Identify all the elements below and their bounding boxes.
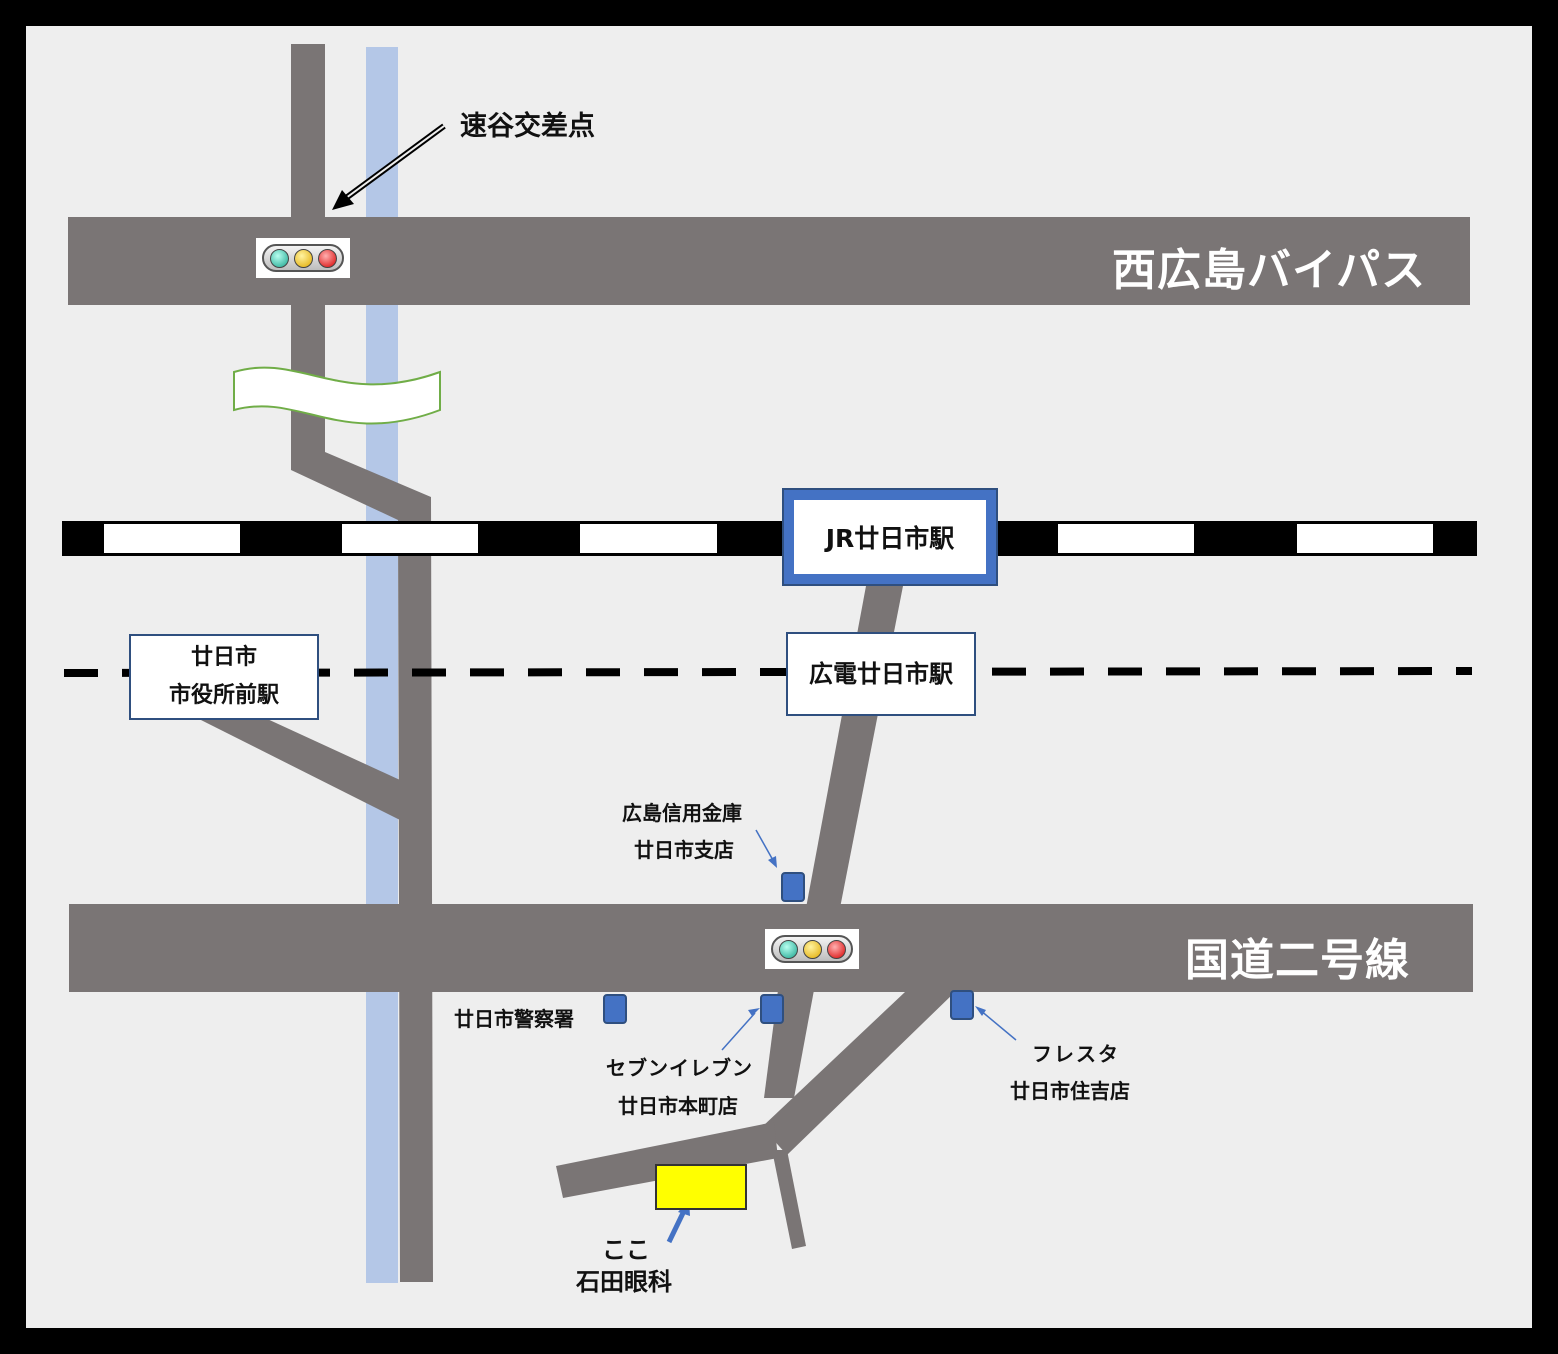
signal-route2: [765, 929, 859, 969]
diagonal-road: [762, 992, 955, 1155]
hiroden-station-label: 広電廿日市駅: [809, 660, 953, 688]
jr-railway: [62, 521, 1477, 556]
jr-station: JR廿日市駅: [782, 488, 998, 586]
traffic-light-icon: [262, 244, 344, 272]
shinkin-marker: [781, 872, 805, 902]
destination-clinic-marker: [655, 1164, 747, 1210]
seven-label-2: 廿日市本町店: [618, 1094, 738, 1118]
fresta-label-1: フレスタ: [1032, 1042, 1120, 1066]
police-label: 廿日市警察署: [454, 1007, 574, 1031]
jr-station-label: JR廿日市駅: [794, 500, 986, 574]
hayatani-arrow: [332, 123, 446, 210]
south-spur-road: [772, 1150, 806, 1249]
cityhall-station-label-1: 廿日市: [190, 645, 257, 670]
seven-arrow: [721, 1008, 760, 1051]
shinkin-label-1: 広島信用金庫: [622, 801, 742, 825]
fresta-label-2: 廿日市住吉店: [1010, 1079, 1130, 1103]
route2-label: 国道二号線: [1185, 935, 1410, 986]
cityhall-branch-road: [185, 712, 400, 820]
shinkin-label-2: 廿日市支店: [634, 838, 734, 862]
bridge-banner: [233, 366, 441, 425]
north-road: [291, 44, 433, 1282]
cityhall-station: 廿日市 市役所前駅: [129, 634, 319, 720]
bypass-label: 西広島バイパス: [1112, 245, 1427, 296]
signal-hayatani: [256, 238, 350, 278]
seven-marker: [760, 994, 784, 1024]
fresta-marker: [950, 990, 974, 1020]
fresta-arrow: [975, 1006, 1017, 1041]
west-road: [556, 1122, 778, 1198]
traffic-light-icon: [771, 935, 853, 963]
hayatani-intersection-label: 速谷交差点: [460, 111, 595, 142]
police-marker: [603, 994, 627, 1024]
seven-label-1: セブンイレブン: [606, 1056, 753, 1080]
hiroden-station: 広電廿日市駅: [786, 632, 976, 716]
here-label: ここ: [602, 1236, 650, 1264]
clinic-label: 石田眼科: [576, 1268, 672, 1296]
shinkin-arrow: [755, 829, 777, 868]
cityhall-station-label-2: 市役所前駅: [168, 683, 279, 708]
